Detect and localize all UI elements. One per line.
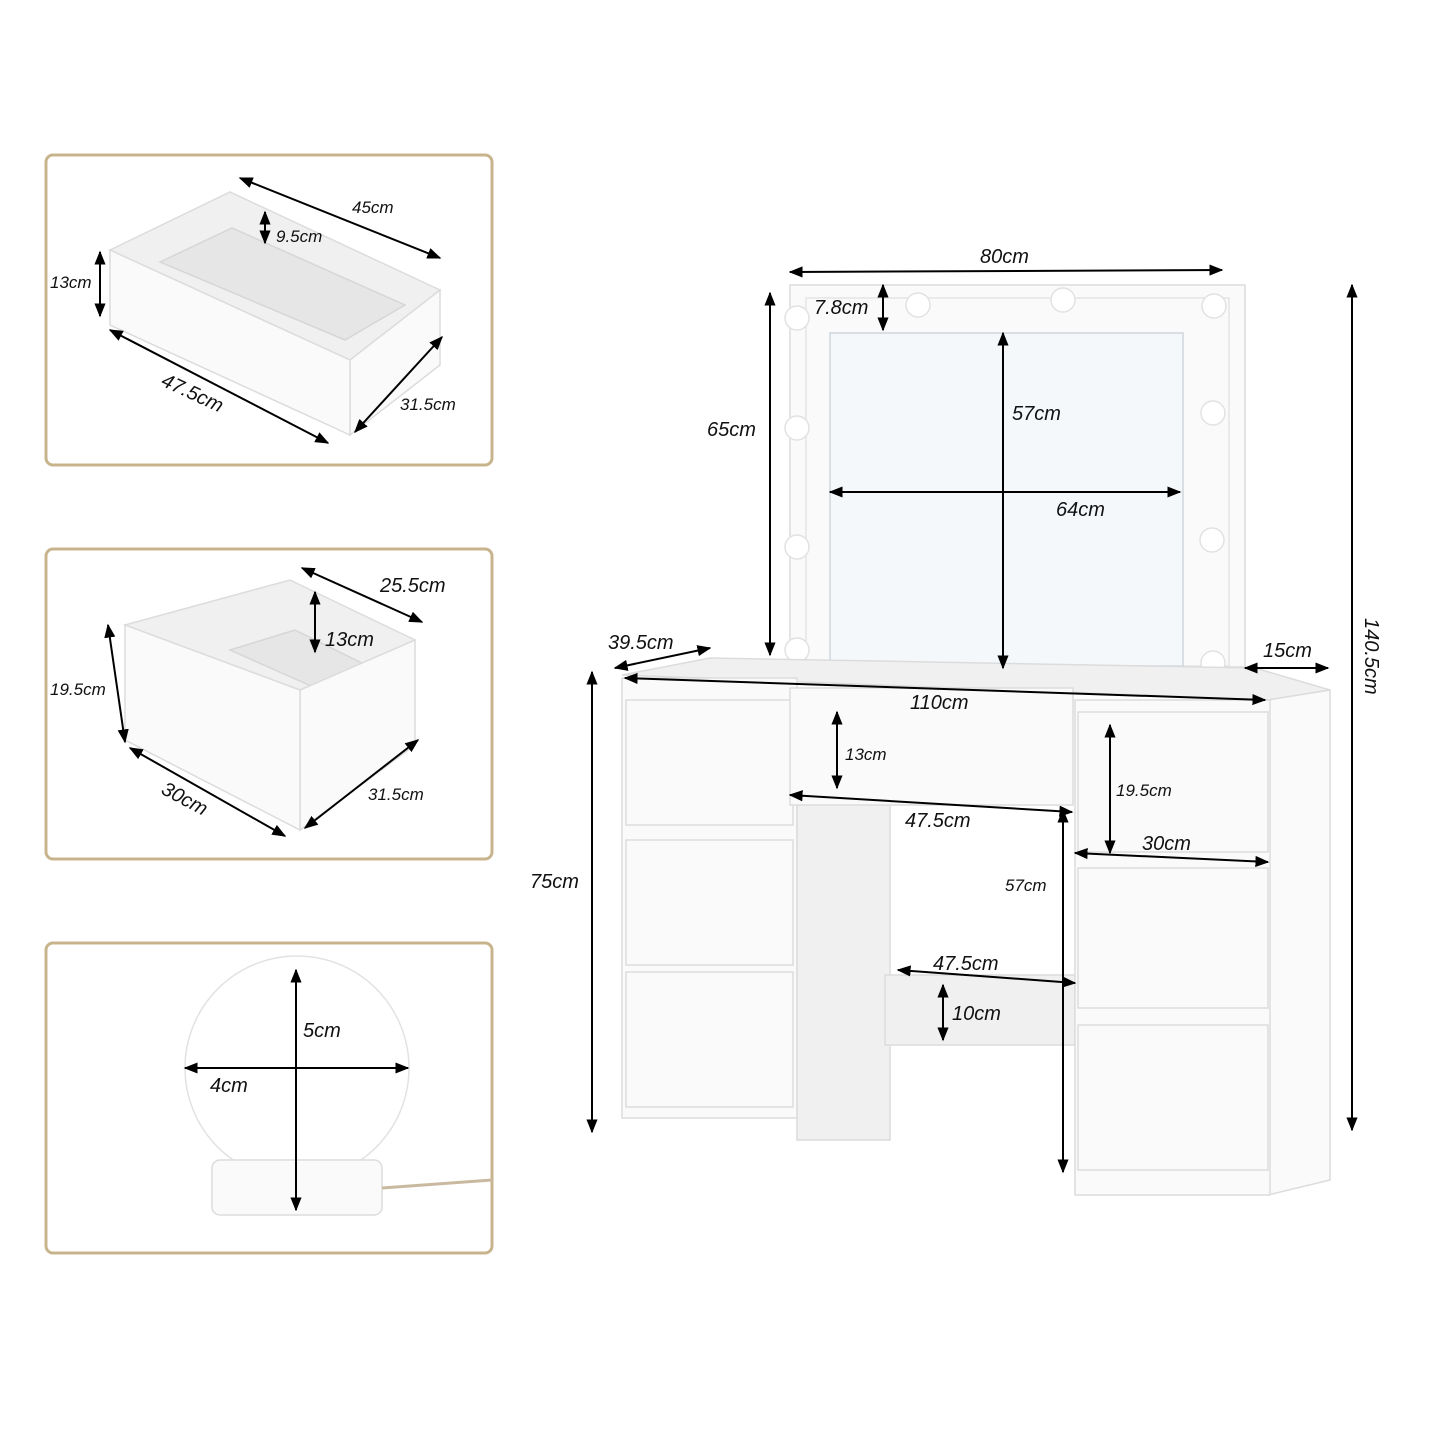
- label-frame-border: 7.8cm: [814, 297, 868, 319]
- label-leg-clearance: 57cm: [1005, 876, 1047, 895]
- label-bulb-diameter: 4cm: [210, 1075, 248, 1097]
- label-side-drawer-height: 19.5cm: [1116, 781, 1172, 800]
- label-back-width: 45cm: [352, 198, 394, 217]
- label-depth: 31.5cm: [400, 395, 456, 414]
- label-mirror-frame-width: 80cm: [980, 246, 1029, 268]
- label-desk-height: 75cm: [530, 871, 579, 893]
- label-bulb-height: 5cm: [303, 1020, 341, 1042]
- label-inner-depth: 9.5cm: [276, 227, 322, 246]
- label-crossbar-height: 10cm: [952, 1003, 1001, 1025]
- label-mirror-frame-height: 65cm: [707, 419, 756, 441]
- label-side-drawer-width: 30cm: [1142, 833, 1191, 855]
- label-depth: 31.5cm: [368, 785, 424, 804]
- label-desk-width: 110cm: [910, 692, 969, 714]
- small-drawer-panel: 25.5cm 13cm 19.5cm 30cm 31.5cm: [44, 547, 494, 861]
- label-back-width: 25.5cm: [379, 575, 446, 597]
- large-drawer-panel: 45cm 9.5cm 13cm 47.5cm 31.5cm: [44, 153, 494, 467]
- label-center-drawer-height: 13cm: [845, 745, 887, 764]
- desk-side: [1267, 689, 1331, 1196]
- bulb-wire: [381, 1178, 493, 1190]
- label-crossbar-width: 47.5cm: [933, 953, 999, 975]
- label-inner-depth: 13cm: [325, 629, 374, 651]
- label-desk-depth: 39.5cm: [608, 632, 674, 654]
- label-mirror-glass-height: 57cm: [1012, 403, 1061, 425]
- bulb-panel: 5cm 4cm: [44, 941, 494, 1255]
- label-total-height: 140.5cm: [1360, 618, 1382, 695]
- vanity-illustration: 80cm 7.8cm 65cm 57cm 64cm 39.5cm 15cm 14…: [530, 246, 1382, 1196]
- label-center-drawer-width: 47.5cm: [905, 810, 971, 832]
- label-height: 13cm: [50, 273, 92, 292]
- label-mirror-offset: 15cm: [1263, 640, 1312, 662]
- label-mirror-glass-width: 64cm: [1056, 499, 1105, 521]
- label-height: 19.5cm: [50, 680, 106, 699]
- mirror-glass: [829, 332, 1184, 667]
